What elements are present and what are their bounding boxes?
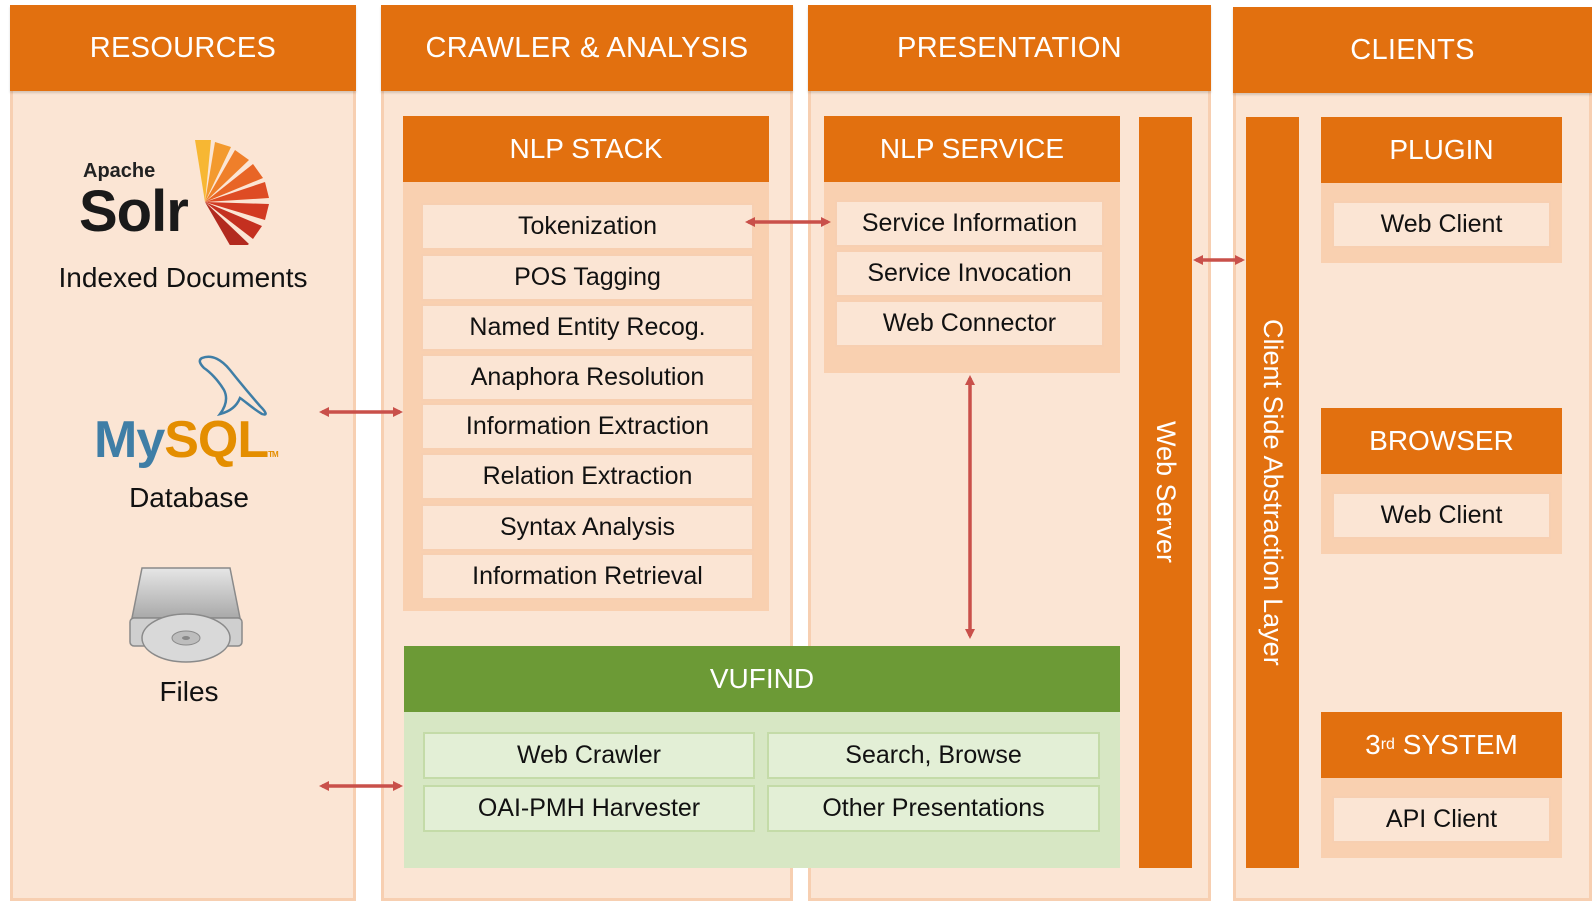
nlp-service-item: Service Information (835, 200, 1104, 247)
presentation-header: PRESENTATION (808, 5, 1211, 91)
nlp-stack-item: Named Entity Recog. (421, 304, 754, 351)
vufind-item: Web Crawler (423, 732, 755, 779)
nlp-service-item: Service Invocation (835, 250, 1104, 297)
solr-label: Indexed Documents (58, 262, 308, 293)
nlp-service-header: NLP SERVICE (824, 116, 1120, 182)
nlp-stack-item: Relation Extraction (421, 453, 754, 500)
plugin-web-client: Web Client (1332, 201, 1551, 248)
mysql-logo: MySQLTM (90, 350, 290, 480)
system-title-text: SYSTEM (1394, 729, 1518, 760)
vufind-item: Search, Browse (767, 732, 1100, 779)
resources-column (10, 88, 356, 901)
dolphin-icon (198, 355, 267, 417)
vufind-item: OAI-PMH Harvester (423, 785, 755, 832)
mysql-my: My (94, 411, 165, 469)
drive-icon (128, 560, 244, 666)
nlp-service-item: Web Connector (835, 300, 1104, 347)
mysql-text: MySQLTM (94, 410, 279, 470)
web-server-bar: Web Server (1139, 117, 1192, 868)
solr-small-text: Apache (83, 160, 156, 182)
vufind-header: VUFIND (404, 646, 1120, 712)
resources-header: RESOURCES (10, 5, 356, 91)
system-title-number: 3 (1365, 729, 1381, 760)
vufind-item: Other Presentations (767, 785, 1100, 832)
system-title-sup: rd (1380, 736, 1395, 753)
nlp-stack-header: NLP STACK (403, 116, 769, 182)
browser-header: BROWSER (1321, 408, 1562, 474)
system-api-client: API Client (1332, 796, 1551, 843)
nlp-stack-item: Syntax Analysis (421, 504, 754, 551)
solr-sun-icon (195, 140, 269, 245)
nlp-stack-item: Information Extraction (421, 403, 754, 450)
solr-logo: Apache Solr (75, 130, 295, 245)
mysql-sql: SQL (164, 411, 269, 469)
files-label: Files (159, 676, 219, 707)
nlp-stack-item: Tokenization (421, 203, 754, 250)
mysql-label: Database (129, 482, 249, 513)
mysql-tm: TM (268, 450, 279, 459)
plugin-header: PLUGIN (1321, 117, 1562, 183)
browser-web-client: Web Client (1332, 492, 1551, 539)
crawler-header: CRAWLER & ANALYSIS (381, 5, 793, 91)
clients-header: CLIENTS (1233, 7, 1592, 93)
client-layer-bar: Client Side Abstraction Layer (1246, 117, 1299, 868)
nlp-stack-item: Information Retrieval (421, 553, 754, 600)
nlp-stack-item: POS Tagging (421, 254, 754, 301)
solr-big-text: Solr (79, 179, 189, 244)
nlp-stack-item: Anaphora Resolution (421, 354, 754, 401)
